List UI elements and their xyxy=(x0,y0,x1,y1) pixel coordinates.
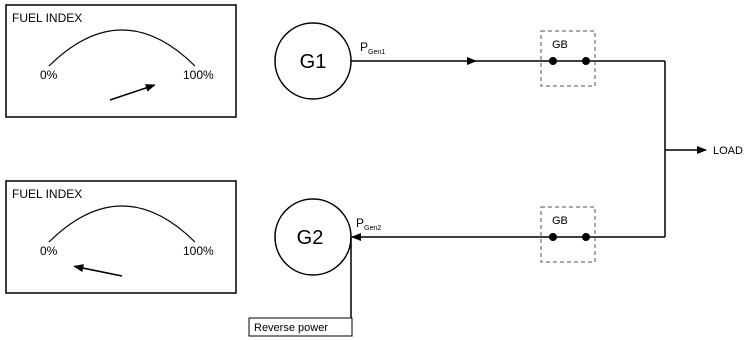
generator-breaker-1: GB xyxy=(540,30,596,87)
breaker-box xyxy=(540,30,596,87)
gauge-arc xyxy=(48,205,196,243)
panel-title: FUEL INDEX xyxy=(12,11,82,25)
breaker-terminal xyxy=(549,57,557,65)
fuel-index-panel-1: FUEL INDEX 0% 100% xyxy=(5,4,237,118)
breaker-box xyxy=(540,206,596,263)
panel-title: FUEL INDEX xyxy=(12,187,82,201)
fuel-index-panel-2: FUEL INDEX 0% 100% xyxy=(5,180,237,294)
power-label-p-gen1: PGen1 xyxy=(360,40,385,56)
reverse-power-label: Reverse power xyxy=(254,322,328,334)
breaker-terminal xyxy=(582,57,590,65)
power-subscript: Gen1 xyxy=(368,49,385,56)
breaker-label: GB xyxy=(552,215,568,227)
panel-frame xyxy=(5,4,237,118)
gauge-needle xyxy=(109,84,156,101)
gauge-min-label: 0% xyxy=(40,68,58,82)
generator-label: G1 xyxy=(300,51,327,73)
breaker-terminal xyxy=(549,233,557,241)
power-subscript: Gen2 xyxy=(364,225,381,232)
generator-breaker-2: GB xyxy=(540,206,596,263)
power-symbol: P xyxy=(356,216,364,230)
generator-label: G2 xyxy=(297,227,324,249)
gauge-min-label: 0% xyxy=(40,244,58,258)
reverse-power-indicator: Reverse power xyxy=(248,237,353,337)
breaker-label: GB xyxy=(552,39,568,51)
gauge-max-label: 100% xyxy=(183,244,214,258)
feeder-lines xyxy=(351,57,707,241)
reverse-power-box xyxy=(248,317,353,337)
gauge-arc xyxy=(48,29,196,67)
power-label-p-gen2: PGen2 xyxy=(356,216,381,232)
power-symbol: P xyxy=(360,40,368,54)
load-label: LOAD xyxy=(713,145,743,157)
gauge-max-label: 100% xyxy=(183,68,214,82)
gauge-needle xyxy=(73,264,123,277)
breaker-terminal xyxy=(582,233,590,241)
panel-frame xyxy=(5,180,237,294)
